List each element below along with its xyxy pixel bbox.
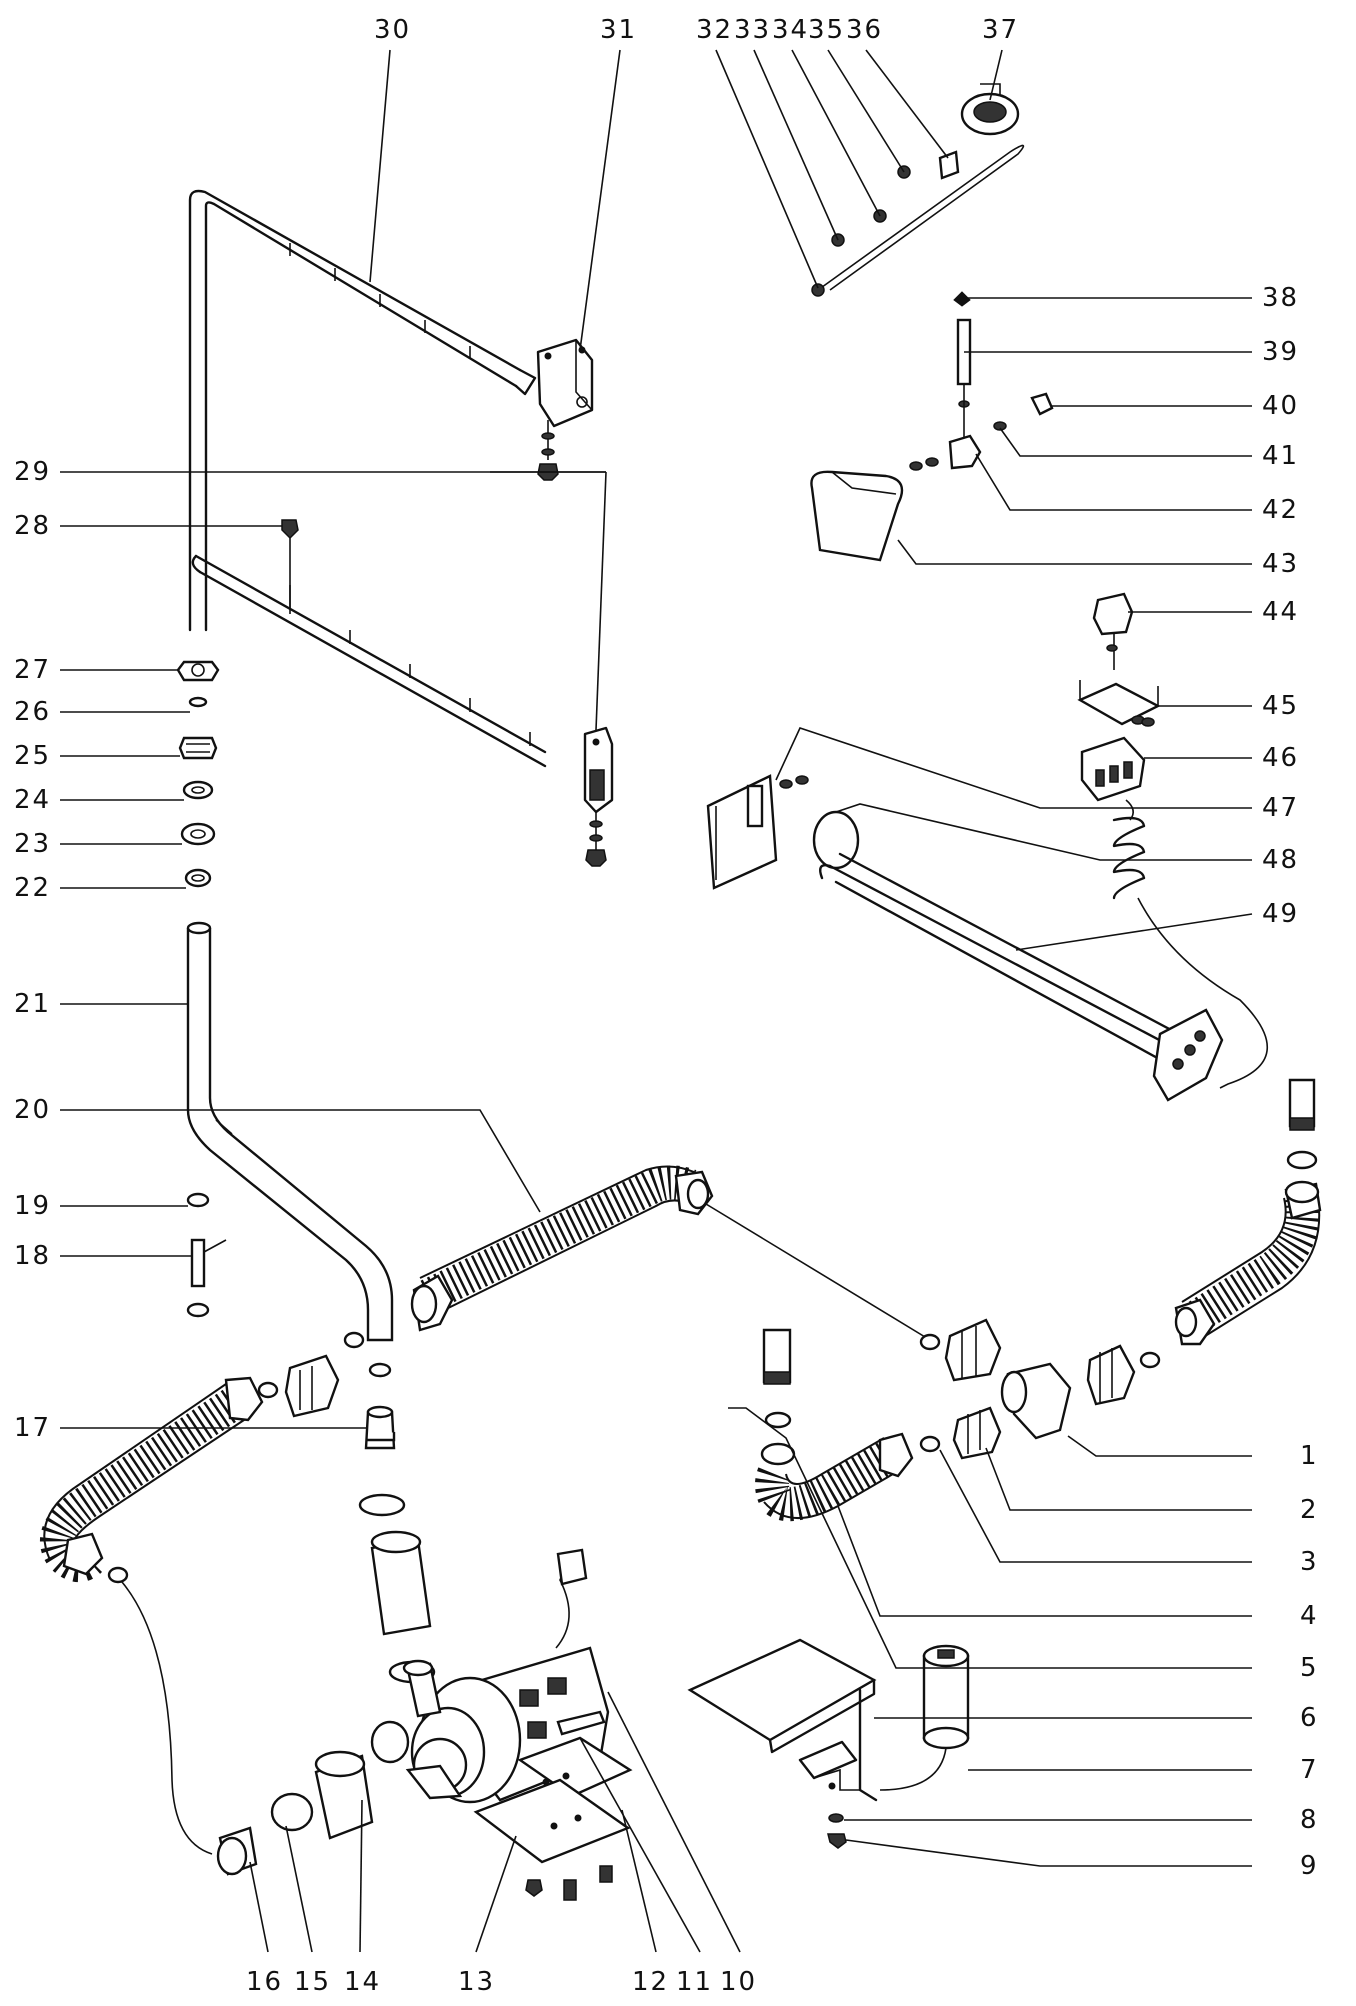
callout-45: 45	[1262, 691, 1299, 721]
vertical-tube	[186, 921, 394, 1342]
callout-49: 49	[1262, 899, 1299, 929]
callout-22: 22	[14, 873, 51, 903]
callout-10: 10	[720, 1967, 757, 1997]
callout-6: 6	[1300, 1703, 1319, 1733]
callout-46: 46	[1262, 743, 1299, 773]
callout-29: 29	[14, 457, 51, 487]
pump-inlet-coupling	[358, 1362, 436, 1684]
callout-21: 21	[14, 989, 51, 1019]
small-tee-fitting	[186, 1192, 227, 1318]
callout-8: 8	[1300, 1805, 1319, 1835]
callout-25: 25	[14, 741, 51, 771]
callout-39: 39	[1262, 337, 1299, 367]
callout-15: 15	[294, 1967, 331, 1997]
callout-23: 23	[14, 829, 51, 859]
callout-43: 43	[1262, 549, 1299, 579]
callout-41: 41	[1262, 441, 1299, 471]
callout-7: 7	[1300, 1755, 1319, 1785]
pump-outlet-parts	[216, 1720, 410, 1876]
fitting-stack	[176, 660, 220, 888]
callout-31: 31	[600, 15, 637, 45]
callout-38: 38	[1262, 283, 1299, 313]
callout-40: 40	[1262, 391, 1299, 421]
thermostat-assembly	[1077, 592, 1268, 1089]
callout-32: 32	[696, 15, 733, 45]
callout-34: 34	[772, 15, 809, 45]
callout-numbers: 1 2 3 4 5 6 7 8 9 10 11 12 13 14 15 16 1…	[14, 15, 1319, 1997]
callout-14: 14	[344, 1967, 381, 1997]
callout-9: 9	[1300, 1851, 1319, 1881]
capacitor-bracket	[687, 1638, 878, 1849]
callout-3: 3	[1300, 1547, 1319, 1577]
right-corrugated-hose	[1174, 1078, 1322, 1346]
callout-37: 37	[982, 15, 1019, 45]
callout-48: 48	[1262, 845, 1299, 875]
callout-42: 42	[1262, 495, 1299, 525]
callout-35: 35	[808, 15, 845, 45]
pump-mount-bracket	[473, 1710, 633, 1901]
lower-arm-bracket	[583, 726, 614, 867]
callout-20: 20	[14, 1095, 51, 1125]
callout-36: 36	[846, 15, 883, 45]
float-switch-assembly	[810, 291, 1054, 562]
spray-arm-screw	[281, 519, 299, 610]
callout-30: 30	[374, 15, 411, 45]
callout-18: 18	[14, 1241, 51, 1271]
callout-17: 17	[14, 1413, 51, 1443]
callout-13: 13	[458, 1967, 495, 1997]
callout-5: 5	[1300, 1653, 1319, 1683]
lower-right-corrugated-hose	[755, 1328, 914, 1522]
left-corrugated-hose	[40, 1376, 264, 1855]
tee-fitting-assembly	[919, 1318, 1161, 1460]
callout-4: 4	[1300, 1601, 1319, 1631]
heating-element-assembly	[706, 774, 1224, 1102]
callout-2: 2	[1300, 1495, 1319, 1525]
callout-24: 24	[14, 785, 51, 815]
pressure-switch-assembly	[811, 83, 1025, 297]
left-hose-fittings	[257, 1331, 365, 1418]
callout-16: 16	[246, 1967, 283, 1997]
callout-44: 44	[1262, 597, 1299, 627]
lower-spray-arm	[191, 554, 547, 768]
callout-26: 26	[14, 697, 51, 727]
callout-1: 1	[1300, 1441, 1319, 1471]
callout-12: 12	[632, 1967, 669, 1997]
callout-28: 28	[14, 511, 51, 541]
leader-lines	[60, 49, 1253, 1953]
callout-33: 33	[734, 15, 771, 45]
upper-corrugated-hose	[410, 1165, 931, 1341]
callout-19: 19	[14, 1191, 51, 1221]
upper-arm-bracket	[536, 338, 594, 481]
callout-11: 11	[676, 1967, 713, 1997]
callout-27: 27	[14, 655, 51, 685]
upper-spray-arm	[188, 189, 537, 632]
callout-47: 47	[1262, 793, 1299, 823]
